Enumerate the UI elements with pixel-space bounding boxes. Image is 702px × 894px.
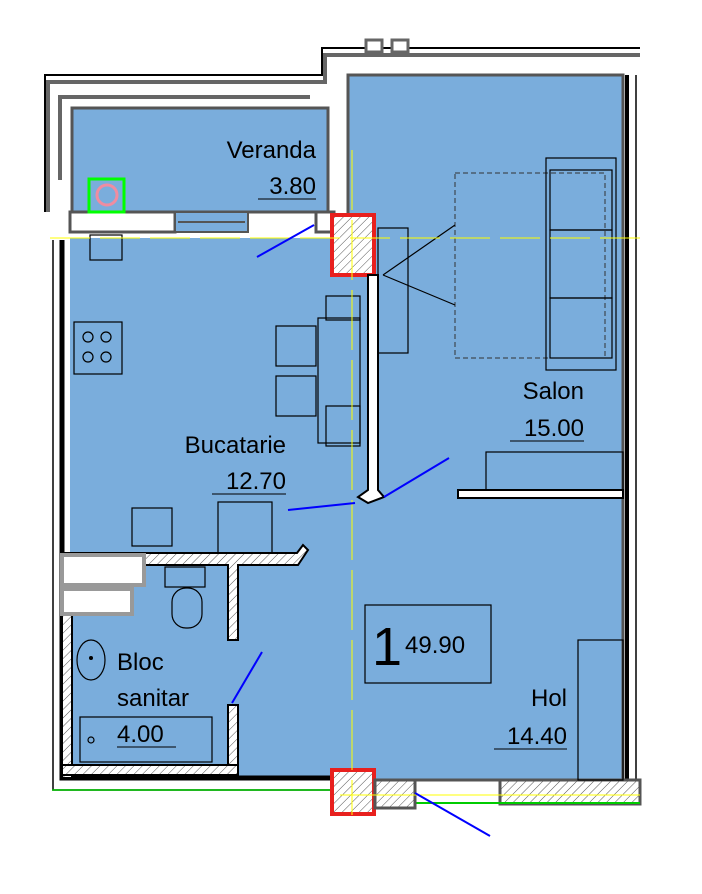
sofa [545, 157, 617, 371]
chair [325, 405, 361, 447]
balcony-railing-inner [58, 95, 310, 180]
salon-floor [346, 73, 625, 782]
room-area-kitchen: 12.70 [226, 468, 286, 495]
unit-summary-box [364, 604, 492, 684]
rug [454, 172, 606, 359]
table [317, 317, 361, 444]
unit-total-area: 49.90 [405, 632, 465, 659]
room-name-bathroom: Bloc [117, 649, 164, 676]
washbasin [76, 639, 106, 681]
unit-room-count: 1 [372, 617, 402, 677]
balcony-railing [46, 53, 640, 212]
door-swings [231, 224, 491, 837]
toilet [171, 587, 203, 629]
wall-segment [373, 778, 417, 810]
boiler [60, 553, 146, 587]
wall-segment [498, 778, 642, 806]
chair [325, 295, 361, 321]
vent [364, 38, 384, 54]
washing-machine [60, 587, 134, 616]
column [330, 213, 376, 277]
room-name-kitchen: Bucatarie [185, 432, 286, 459]
vent [390, 38, 410, 54]
drain-box [87, 177, 126, 214]
room-area-veranda: 3.80 [269, 173, 316, 200]
bathroom-wall [227, 704, 239, 778]
sink [89, 234, 123, 261]
tv-stand [377, 227, 409, 354]
cabinet [485, 451, 624, 491]
kitchen-sink [131, 507, 173, 547]
balcony-outline [44, 47, 640, 212]
veranda-floor [70, 106, 330, 214]
column [330, 768, 376, 816]
room-name-bathroom-2: sanitar [117, 685, 189, 712]
partition-wall [457, 489, 624, 499]
chair [275, 375, 317, 417]
veranda-wall [68, 210, 177, 234]
stove [73, 321, 123, 375]
room-name-veranda: Veranda [227, 137, 317, 164]
drain-icon [95, 183, 119, 207]
room-name-salon: Salon [523, 378, 584, 405]
room-area-hall: 14.40 [507, 723, 567, 750]
wardrobe [577, 639, 624, 781]
room-area-bathroom: 4.00 [117, 721, 164, 748]
bathtub [79, 716, 213, 763]
toilet-tank [164, 566, 206, 588]
room-name-hall: Hol [531, 685, 567, 712]
room-area-salon: 15.00 [524, 415, 584, 442]
chair [275, 325, 317, 367]
